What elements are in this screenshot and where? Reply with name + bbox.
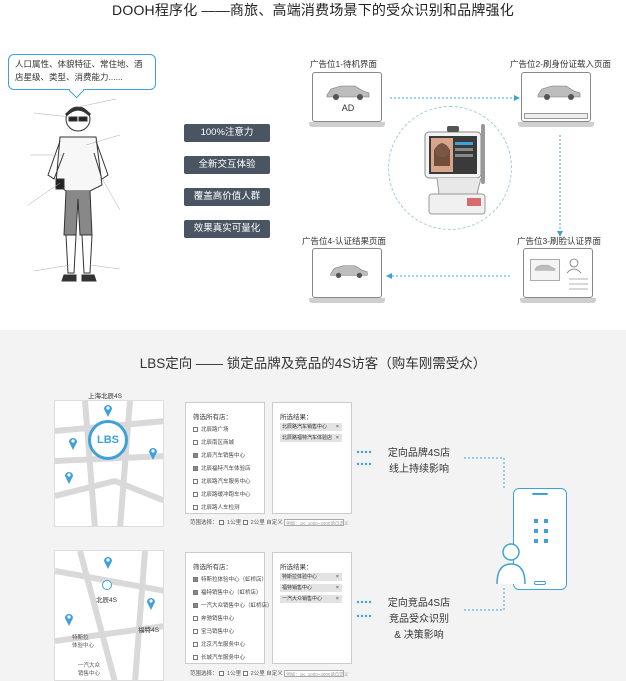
ad-screen-2-label: 广告位2-刷身份证载入页面: [510, 58, 611, 70]
store-option[interactable]: 长城汽车服务中心: [193, 653, 245, 661]
store-option[interactable]: 福特销售中心（虹桥店）: [193, 588, 262, 596]
selected-chip[interactable]: 北辰路福特汽车体验店×: [280, 434, 342, 442]
store-option[interactable]: 北辰福特汽车体验店: [193, 464, 251, 472]
map-label-south: 一汽大众 销售中心: [78, 662, 100, 678]
face-icon: [566, 257, 590, 291]
store-option[interactable]: 北辰汽车销售中心: [193, 451, 245, 459]
panel-title: 筛选所有店：: [193, 411, 232, 421]
close-icon[interactable]: ×: [336, 584, 339, 592]
store-option[interactable]: 北辰路广场: [193, 425, 229, 433]
radius-2km-checkbox[interactable]: [243, 520, 248, 525]
radius-1km-checkbox[interactable]: [219, 520, 224, 525]
checkbox[interactable]: [193, 479, 198, 484]
flow-arrow-vertical: [555, 135, 565, 245]
checkbox[interactable]: [193, 642, 198, 647]
selected-chip[interactable]: 福特销售中心×: [280, 584, 342, 592]
data-signal-icon: [532, 517, 550, 547]
pill-attention: 100%注意力: [184, 124, 270, 142]
kiosk-device: [419, 124, 491, 218]
store-option[interactable]: 北辰南区商城: [193, 438, 234, 446]
checkbox[interactable]: [193, 629, 198, 634]
store-option[interactable]: 北辰路缓冲跑车中心: [193, 490, 251, 498]
store-option[interactable]: 北辰路汽车服务中心: [193, 477, 251, 485]
home-button: [534, 581, 546, 585]
checkbox-checked[interactable]: [193, 577, 198, 582]
pill-audience: 覆盖高价值人群: [184, 188, 270, 206]
custom-radius-input[interactable]: 例如：1K, 1000~4000请自定义: [284, 519, 344, 526]
checkbox[interactable]: [193, 492, 198, 497]
panel-title: 所选结果：: [280, 411, 313, 421]
person-illustration: [20, 95, 140, 305]
checkbox-checked[interactable]: [193, 466, 198, 471]
checkbox-checked[interactable]: [193, 590, 198, 595]
checkbox[interactable]: [193, 505, 198, 510]
close-icon[interactable]: ×: [336, 573, 339, 581]
location-pin-icon[interactable]: [146, 596, 156, 610]
id-card-bar: [524, 113, 588, 119]
brand-logo-icon: [102, 580, 112, 590]
location-pin-icon[interactable]: [103, 403, 113, 417]
store-option[interactable]: 北辰路人车检测: [193, 503, 240, 511]
selected-chip[interactable]: 特斯拉体验中心×: [280, 573, 342, 581]
radius-2km-checkbox[interactable]: [243, 671, 248, 676]
store-option[interactable]: 奔驰销售中心: [193, 614, 234, 622]
checkbox[interactable]: [193, 616, 198, 621]
selected-results-panel-1: 所选结果： 北辰路汽车销售中心× 北辰路福特汽车体验店×: [272, 402, 352, 514]
close-icon[interactable]: ×: [336, 434, 339, 442]
checkbox-checked[interactable]: [193, 453, 198, 458]
checkbox[interactable]: [193, 427, 198, 432]
selected-results-panel-2: 所选结果： 特斯拉体验中心× 福特销售中心× 一汽大众销售中心×: [272, 552, 352, 664]
ad-screen-1-label: 广告位1-待机界面: [310, 58, 377, 70]
user-silhouette-icon: [496, 540, 526, 586]
checkbox-checked[interactable]: [193, 603, 198, 608]
close-icon[interactable]: ×: [336, 423, 339, 431]
pill-measurable: 效果真实可量化: [184, 220, 270, 238]
lbs-badge: LBS: [88, 420, 128, 460]
pill-interaction: 全新交互体验: [184, 156, 270, 174]
store-filter-panel-1: 筛选所有店： 北辰路广场 北辰南区商城 北辰汽车销售中心 北辰福特汽车体验店 北…: [185, 402, 265, 514]
checkbox[interactable]: [193, 655, 198, 660]
map-label-east: 福特4S: [138, 624, 159, 634]
car-icon: [534, 263, 556, 273]
selected-chip[interactable]: 北辰路汽车销售中心×: [280, 423, 342, 431]
store-option[interactable]: 宝马销售中心: [193, 627, 234, 635]
car-icon: [536, 83, 582, 101]
panel-title: 筛选所有店：: [193, 561, 232, 571]
store-option[interactable]: 特斯拉体验中心（虹桥店）: [193, 575, 267, 583]
panel-title: 所选结果：: [280, 561, 313, 571]
selected-chip[interactable]: 一汽大众销售中心×: [280, 595, 342, 603]
dooh-title: DOOH程序化 ——商旅、高端消费场景下的受众识别和品牌强化: [0, 0, 626, 20]
store-option[interactable]: 一汽大众销售中心（虹桥店）: [193, 601, 273, 609]
audience-attributes-bubble: 人口属性、体貌特征、常住地、酒店星级、类型、消费能力......: [8, 54, 156, 90]
location-pin-icon[interactable]: [64, 470, 74, 484]
close-icon[interactable]: ×: [336, 595, 339, 603]
store-filter-panel-2: 筛选所有店： 特斯拉体验中心（虹桥店） 福特销售中心（虹桥店） 一汽大众销售中心…: [185, 552, 265, 664]
location-pin-icon[interactable]: [148, 446, 158, 460]
location-pin-icon[interactable]: [64, 612, 74, 626]
lbs-title: LBS定向 —— 锁定品牌及竞品的4S访客（购车刚需受众）: [0, 352, 626, 372]
flow-arrows: [300, 80, 532, 290]
map-label-west: 特斯拉 体验中心: [72, 634, 94, 650]
checkbox[interactable]: [193, 440, 198, 445]
radius-selector-2: 范围选择： 1公里 2公里 自定义 例如：1K, 1000~4000请自定义: [190, 669, 344, 677]
connector-lines: [356, 440, 516, 640]
custom-radius-input[interactable]: 例如：1K, 1000~4000请自定义: [284, 670, 344, 677]
location-pin-icon[interactable]: [103, 555, 113, 569]
store-option[interactable]: 北京汽车服务中心: [193, 640, 245, 648]
location-pin-icon[interactable]: [68, 436, 78, 450]
radius-selector-1: 范围选择： 1公里 2公里 自定义 例如：1K, 1000~4000请自定义: [190, 518, 344, 526]
phone-speaker: [532, 493, 548, 495]
radius-1km-checkbox[interactable]: [219, 671, 224, 676]
map1-header: 上海北辰4S: [88, 390, 122, 400]
map-label-north: 北辰4S: [96, 594, 117, 604]
